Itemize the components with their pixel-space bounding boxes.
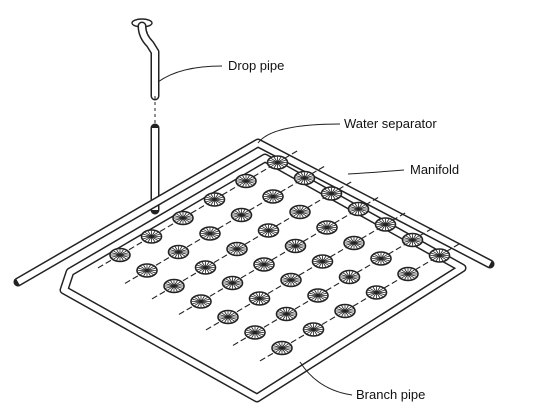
sprinkler-nozzle-icon [289,204,311,220]
sprinkler-nozzle-icon [284,238,307,254]
sprinkler-nozzle-icon [370,251,392,266]
water-separator-label: Water separator [344,116,437,131]
sprinkler-nozzle-icon [262,189,284,204]
sprinkler-nozzle-icon [109,247,131,263]
branch-pipe [124,164,327,284]
sprinkler-nozzle-icon [365,285,388,300]
manifold-label: Manifold [410,162,459,177]
sprinkler-nozzle-icon [199,226,221,241]
sprinkler-nozzle-icon [172,210,194,226]
leader-lines [157,65,405,396]
branch-pipe [178,195,381,315]
sprinkler-nozzle-icon [428,248,451,263]
branch-pipe [151,180,354,300]
sprinkler-nozzle-icon [347,201,370,217]
sprinkler-nozzle-icon [230,207,253,223]
sprinkler-nozzle-icon [136,263,158,278]
sprinkler-nozzle-icon [163,278,185,294]
branch-pipes [97,149,462,362]
sprinkler-nozzle-icon [167,244,190,260]
sprinkler-nozzle-icon [343,235,365,251]
sprinkler-nozzle-icon [374,217,397,232]
sprinkler-nozzle-icon [140,229,163,244]
sprinkler-nozzle-icon [401,232,424,248]
sprinkler-nozzle-icon [203,192,226,207]
sprinkler-nozzle-icon [217,309,239,325]
sprinkler-nozzle-icon [302,322,325,337]
sprinkler-nozzle-icon [280,272,302,288]
drop-pipe-label: Drop pipe [228,58,284,73]
sprinkler-nozzle-icon [194,260,217,275]
branch-pipe [232,226,435,346]
sprinkler-nozzles [109,155,451,356]
drop-pipe [131,18,160,215]
sprinkler-nozzle-icon [307,288,329,303]
sprinkler-nozzle-icon [190,294,212,309]
sprinkler-nozzle-icon [320,186,343,201]
sprinkler-nozzle-icon [257,223,280,238]
water-separator-loop [59,153,467,403]
sprinkler-nozzle-icon [266,155,289,170]
sprinkler-nozzle-icon [275,306,298,322]
sprinkler-nozzle-icon [221,275,244,291]
sprinkler-nozzle-icon [244,325,266,340]
sprinkler-nozzle-icon [248,291,271,306]
branch-pipe-label: Branch pipe [356,387,425,402]
sprinkler-nozzle-icon [397,266,419,282]
branch-pipe [259,242,462,362]
sprinkler-nozzle-icon [316,220,338,235]
sprinkler-nozzle-icon [338,269,361,285]
branch-pipe [205,211,408,331]
sprinkler-nozzle-icon [334,303,356,319]
sprinkler-nozzle-icon [293,170,316,186]
sprinkler-nozzle-icon [253,257,275,272]
sprinkler-nozzle-icon [235,173,257,189]
sprinkler-nozzle-icon [311,254,334,269]
branch-pipe [97,149,300,269]
sprinkler-nozzle-icon [226,241,248,257]
sprinkler-nozzle-icon [271,340,293,356]
